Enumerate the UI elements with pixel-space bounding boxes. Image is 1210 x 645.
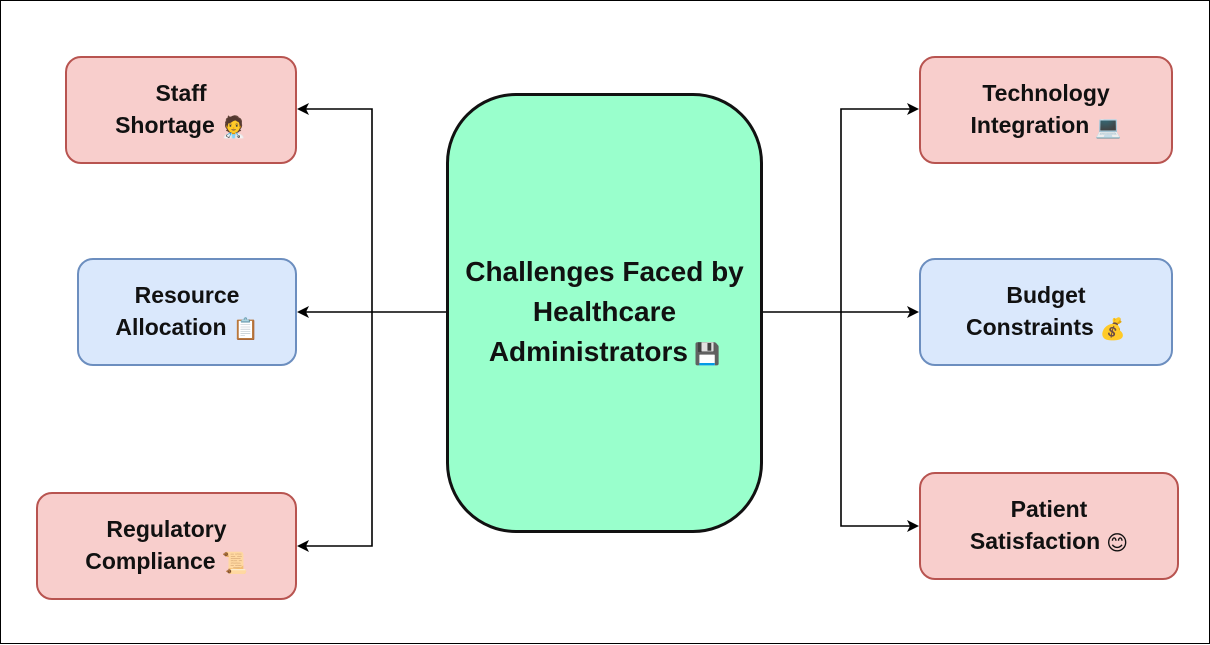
center-label-line2: Healthcare: [532, 296, 677, 328]
center-label-line3: Administrators: [488, 336, 688, 368]
regulatory-compliance-line2: Compliance: [85, 548, 216, 575]
staff-shortage-line1: Staff: [155, 80, 207, 107]
resource-allocation-line2: Allocation: [115, 314, 227, 341]
edge-trunk-to-regulatory-compliance: [297, 312, 373, 552]
patient-satisfaction-line2: Satisfaction: [969, 528, 1101, 555]
staff-shortage-line2: Shortage: [115, 112, 215, 139]
edge-trunk-to-patient-satisfaction: [840, 312, 919, 532]
smiling-face-icon: 😊: [1106, 530, 1129, 555]
health-worker-icon: 🧑‍⚕️: [220, 114, 247, 139]
clipboard-icon: 📋: [232, 316, 259, 341]
floppy-disk-icon: 💾: [693, 341, 721, 366]
center-label: Challenges Faced by Healthcare Administr…: [465, 252, 744, 374]
edge-trunk-to-technology-integration: [840, 103, 919, 312]
budget-constraints-line1: Budget: [1006, 282, 1086, 309]
node-challenges-center[interactable]: Challenges Faced by Healthcare Administr…: [446, 93, 763, 533]
technology-integration-line2: Integration: [970, 112, 1090, 139]
resource-allocation-line1: Resource: [134, 282, 240, 309]
regulatory-compliance-line1: Regulatory: [106, 516, 227, 543]
budget-constraints-line2: Constraints: [966, 314, 1094, 341]
technology-integration-line1: Technology: [982, 80, 1110, 107]
patient-satisfaction-line1: Patient: [1010, 496, 1088, 523]
computer-icon: 💻: [1095, 114, 1122, 139]
scroll-icon: 📜: [221, 550, 248, 575]
center-label-line1: Challenges Faced by: [465, 256, 744, 288]
money-bag-icon: 💰: [1099, 316, 1126, 341]
edge-trunk-to-staff-shortage: [297, 103, 373, 312]
